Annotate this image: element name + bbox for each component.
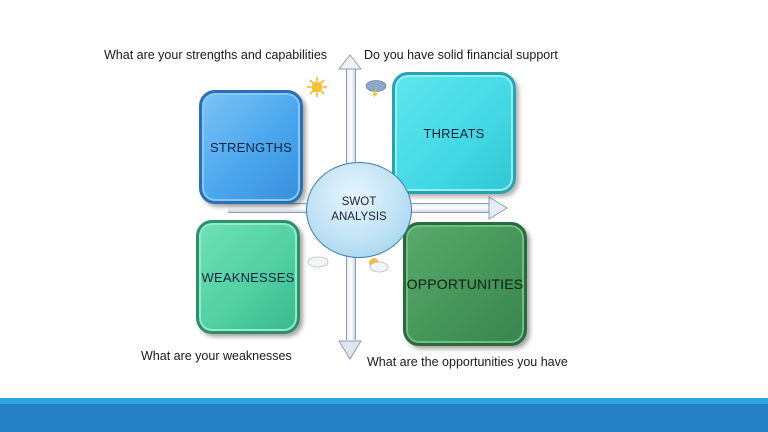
arrow-right-icon (488, 196, 508, 220)
threats-box: THREATS (392, 72, 516, 194)
footer-bar (0, 404, 768, 432)
opportunities-label: OPPORTUNITIES (406, 276, 524, 292)
partly-cloudy-icon (369, 258, 389, 273)
opportunities-box: OPPORTUNITIES (403, 222, 527, 346)
swot-center-circle: SWOT ANALYSIS (306, 162, 412, 258)
sun-icon (307, 77, 327, 97)
center-title-line1: SWOT (341, 196, 377, 208)
arrow-down-icon (338, 340, 362, 360)
cloud-icon (307, 256, 329, 269)
arrow-up-icon (338, 54, 362, 70)
strengths-box: STRENGTHS (199, 90, 303, 204)
center-title-line2: ANALYSIS (331, 211, 387, 223)
weaknesses-caption: What are your weaknesses (141, 349, 292, 363)
weaknesses-box: WEAKNESSES (196, 220, 300, 334)
threats-caption: Do you have solid financial support (364, 48, 558, 62)
strengths-caption: What are your strengths and capabilities (104, 48, 328, 62)
threats-label: THREATS (423, 125, 485, 141)
strengths-label: STRENGTHS (210, 139, 292, 155)
storm-cloud-icon (365, 80, 387, 99)
weaknesses-label: WEAKNESSES (201, 269, 295, 285)
opportunities-caption: What are the opportunities you have (367, 355, 568, 369)
footer-accent-strip (0, 398, 768, 404)
